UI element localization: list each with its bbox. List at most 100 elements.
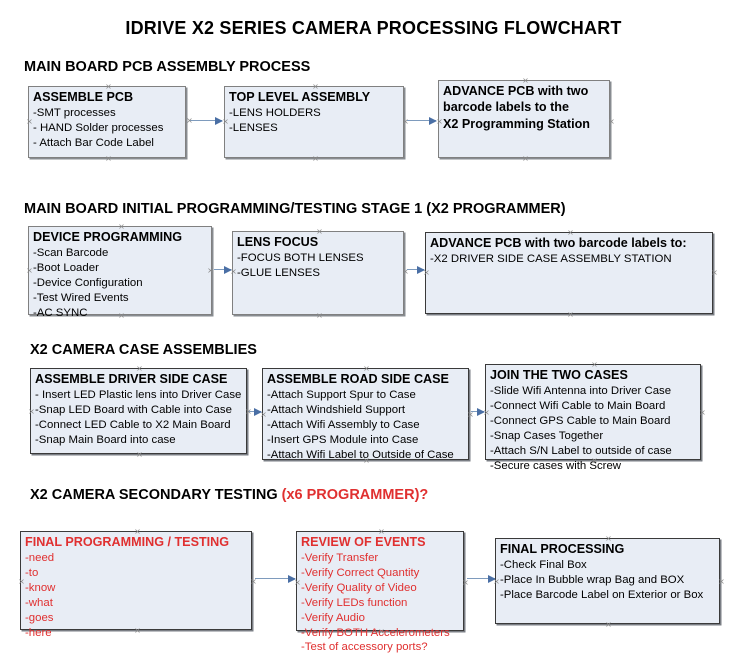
list-item: -Secure cases with Screw (490, 459, 622, 472)
box-title: LENS FOCUS (237, 235, 319, 249)
box-item-list: -Verify Transfer -Verify Correct Quantit… (301, 551, 459, 655)
list-item: -Attach Support Spur to Case (267, 389, 416, 402)
handle-right-icon (250, 578, 257, 585)
box-item-list: -need -to -know -what -goes -here (25, 551, 247, 640)
handle-top-icon (105, 83, 112, 90)
list-item: -Place In Bubble wrap Bag and BOX (500, 574, 685, 587)
list-item: -Connect Wifi Cable to Main Board (490, 400, 666, 413)
list-item: -need (25, 552, 55, 565)
box-review-of-events[interactable]: REVIEW OF EVENTS -Verify Transfer -Verif… (294, 531, 464, 653)
arrow-head-icon (429, 116, 437, 125)
list-item: -LENSES (229, 122, 278, 135)
box-title-line3: X2 Programming Station (443, 116, 590, 131)
list-item: -what (25, 596, 53, 609)
box-join-the-two-cases[interactable]: JOIN THE TWO CASES -Slide Wifi Antenna i… (483, 361, 701, 472)
conn-top-level-to-advance-pcb (407, 116, 437, 125)
handle-left-icon (483, 409, 490, 416)
list-item: -Verify LEDs function (301, 596, 408, 609)
list-item: -X2 DRIVER SIDE CASE ASSEMBLY STATION (430, 253, 672, 266)
handle-top-icon (118, 223, 125, 230)
handle-left-icon (423, 269, 430, 276)
list-item: -SMT processes (33, 107, 116, 120)
conn-assemble-pcb-to-top-level (189, 116, 223, 125)
list-item: -Connect GPS Cable to Main Board (490, 415, 671, 428)
box-assemble-road-side-case[interactable]: ASSEMBLE ROAD SIDE CASE -Attach Support … (262, 365, 469, 462)
handle-right-icon (718, 578, 725, 585)
list-item: -FOCUS BOTH LENSES (237, 252, 364, 265)
list-item: -LENS HOLDERS (229, 107, 321, 120)
page-title: IDRIVE X2 SERIES CAMERA PROCESSING FLOWC… (125, 18, 622, 38)
list-item: -Snap Cases Together (490, 429, 604, 442)
list-item: -Insert GPS Module into Case (267, 433, 419, 446)
box-item-list: -FOCUS BOTH LENSES -GLUE LENSES (237, 251, 399, 281)
handle-top-icon (136, 365, 143, 372)
list-item: -Attach S/N Label to outside of case (490, 444, 672, 457)
box-title: FINAL PROCESSING (500, 542, 625, 556)
handle-right-icon (462, 579, 469, 586)
handle-bottom-icon (522, 155, 529, 162)
handle-top-icon (591, 361, 598, 368)
handle-right-icon (699, 409, 706, 416)
conn-road-case-to-join-cases (471, 407, 485, 416)
list-item: -Device Configuration (33, 277, 143, 290)
list-item: -Verify Correct Quantity (301, 567, 420, 580)
conn-lens-focus-to-advance-pcb (407, 265, 425, 274)
handle-top-icon (312, 83, 319, 90)
box-title: ASSEMBLE PCB (33, 90, 134, 104)
conn-driver-case-to-road-case (249, 407, 262, 416)
list-item: -Verify BOTH Accelerometers (301, 626, 450, 639)
handle-left-icon (230, 268, 237, 275)
list-item: -know (25, 582, 56, 595)
handle-left-icon (294, 579, 301, 586)
box-assemble-pcb[interactable]: ASSEMBLE PCB -SMT processes - HAND Solde… (28, 86, 186, 158)
handle-left-icon (222, 118, 229, 125)
box-item-list: -Slide Wifi Antenna into Driver Case -Co… (490, 384, 696, 473)
handle-right-icon (608, 118, 615, 125)
list-item: -Test of accessory ports? (301, 641, 428, 654)
arrow-head-icon (288, 574, 296, 583)
handle-top-icon (567, 229, 574, 236)
box-title-line2: barcode labels to the (443, 100, 569, 115)
box-item-list: - Insert LED Plastic lens into Driver Ca… (35, 388, 242, 447)
handle-top-icon (363, 365, 370, 372)
box-final-programming-testing[interactable]: FINAL PROGRAMMING / TESTING -need -to -k… (18, 528, 252, 639)
handle-left-icon (26, 118, 33, 125)
handle-bottom-icon (605, 621, 612, 628)
list-item: -Snap LED Board with Cable into Case (35, 404, 232, 417)
arrow-head-icon (215, 116, 223, 125)
arrow-head-icon (477, 407, 485, 416)
list-item: -to (25, 567, 39, 580)
conn-final-programming-to-review (255, 574, 296, 583)
list-item: -Slide Wifi Antenna into Driver Case (490, 385, 672, 398)
arrow-head-icon (224, 265, 232, 274)
handle-top-icon (134, 528, 141, 535)
handle-right-icon (467, 411, 474, 418)
box-title: FINAL PROGRAMMING / TESTING (25, 535, 230, 549)
handle-bottom-icon (316, 312, 323, 319)
list-item: - HAND Solder processes (33, 122, 164, 135)
list-item: -Verify Transfer (301, 552, 379, 565)
box-top-level-assembly[interactable]: TOP LEVEL ASSEMBLY -LENS HOLDERS -LENSES (224, 86, 404, 158)
list-item: -Place Barcode Label on Exterior or Box (500, 589, 704, 602)
box-title: ASSEMBLE DRIVER SIDE CASE (35, 372, 228, 386)
box-item-list: -Scan Barcode -Boot Loader -Device Confi… (33, 246, 207, 320)
box-lens-focus[interactable]: LENS FOCUS -FOCUS BOTH LENSES -GLUE LENS… (232, 231, 404, 315)
box-advance-pcb-to-x2-programming-station[interactable]: ADVANCE PCB with two barcode labels to t… (438, 80, 610, 158)
list-item: - Insert LED Plastic lens into Driver Ca… (35, 389, 242, 402)
handle-bottom-icon (105, 155, 112, 162)
box-item-list: -Attach Support Spur to Case -Attach Win… (267, 388, 464, 462)
box-advance-pcb-to-driver-side-case-assembly[interactable]: ADVANCE PCB with two barcode labels to: … (425, 232, 713, 314)
handle-bottom-icon (312, 155, 319, 162)
list-item: -Verify Quality of Video (301, 582, 417, 595)
handle-left-icon (18, 578, 25, 585)
handle-bottom-icon (136, 451, 143, 458)
box-title: ASSEMBLE ROAD SIDE CASE (267, 372, 449, 386)
box-title: JOIN THE TWO CASES (490, 368, 628, 382)
section-heading-x2-camera-secondary-testing: X2 CAMERA SECONDARY TESTING (x6 PROGRAMM… (30, 487, 428, 503)
box-title: TOP LEVEL ASSEMBLY (229, 90, 371, 104)
box-device-programming[interactable]: DEVICE PROGRAMMING -Scan Barcode -Boot L… (28, 223, 212, 319)
box-final-processing[interactable]: FINAL PROCESSING -Check Final Box -Place… (495, 538, 720, 624)
section-heading-suffix: (x6 PROGRAMMER)? (281, 487, 429, 503)
box-assemble-driver-side-case[interactable]: ASSEMBLE DRIVER SIDE CASE - Insert LED P… (30, 368, 247, 454)
list-item: -Snap Main Board into case (35, 433, 176, 446)
